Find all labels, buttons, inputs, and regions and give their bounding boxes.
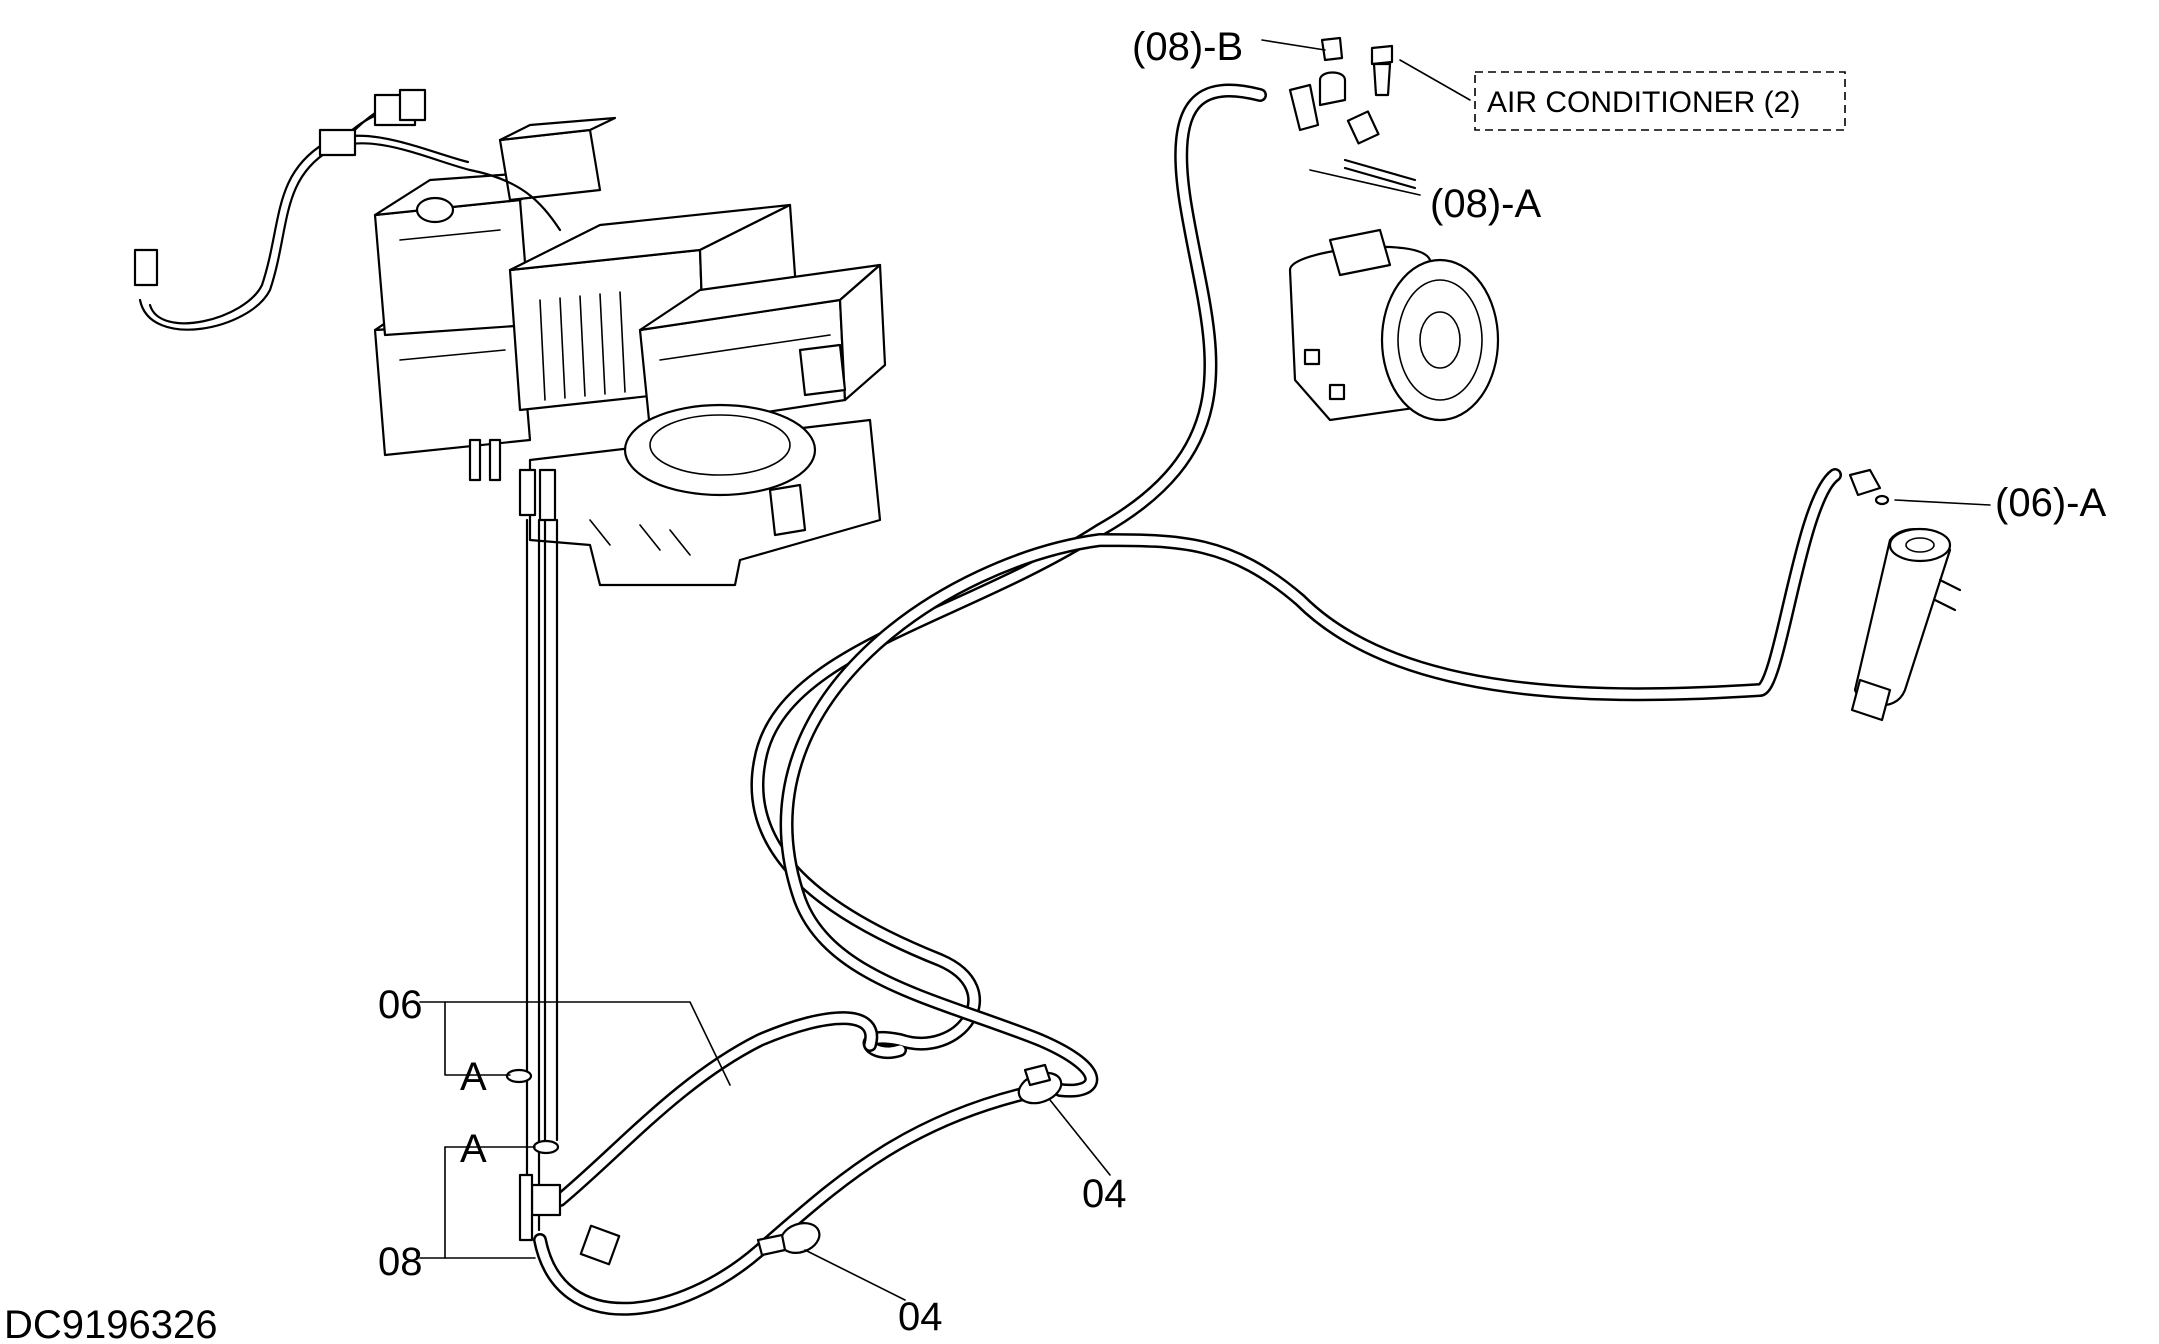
vertical-tubes xyxy=(505,518,560,1232)
wiring-harness xyxy=(133,88,562,331)
drawing-number: DC9196326 xyxy=(4,1303,218,1344)
label-a-lower: A xyxy=(460,1127,487,1171)
o-ring-lower xyxy=(532,1139,560,1155)
label-06-a: (06)-A xyxy=(1995,481,2106,525)
hvac-unit xyxy=(373,116,887,587)
receiver-drier xyxy=(1848,468,1962,722)
label-08-b: (08)-B xyxy=(1132,25,1243,69)
air-conditioner-ref-box xyxy=(1474,71,1846,131)
leader-lines xyxy=(419,39,1991,1301)
label-08-a: (08)-A xyxy=(1430,182,1541,226)
clamps xyxy=(756,1063,1063,1257)
label-08: 08 xyxy=(378,1240,423,1284)
lower-fittings xyxy=(518,1173,621,1266)
label-06: 06 xyxy=(378,983,423,1027)
label-a-upper: A xyxy=(460,1055,487,1099)
label-04-upper: 04 xyxy=(1082,1172,1127,1216)
label-04-lower: 04 xyxy=(898,1295,943,1339)
compressor xyxy=(1288,228,1500,422)
compressor-fittings xyxy=(1288,36,1417,190)
label-air-conditioner: AIR CONDITIONER (2) xyxy=(1487,86,1800,119)
o-ring-upper xyxy=(505,1068,533,1084)
